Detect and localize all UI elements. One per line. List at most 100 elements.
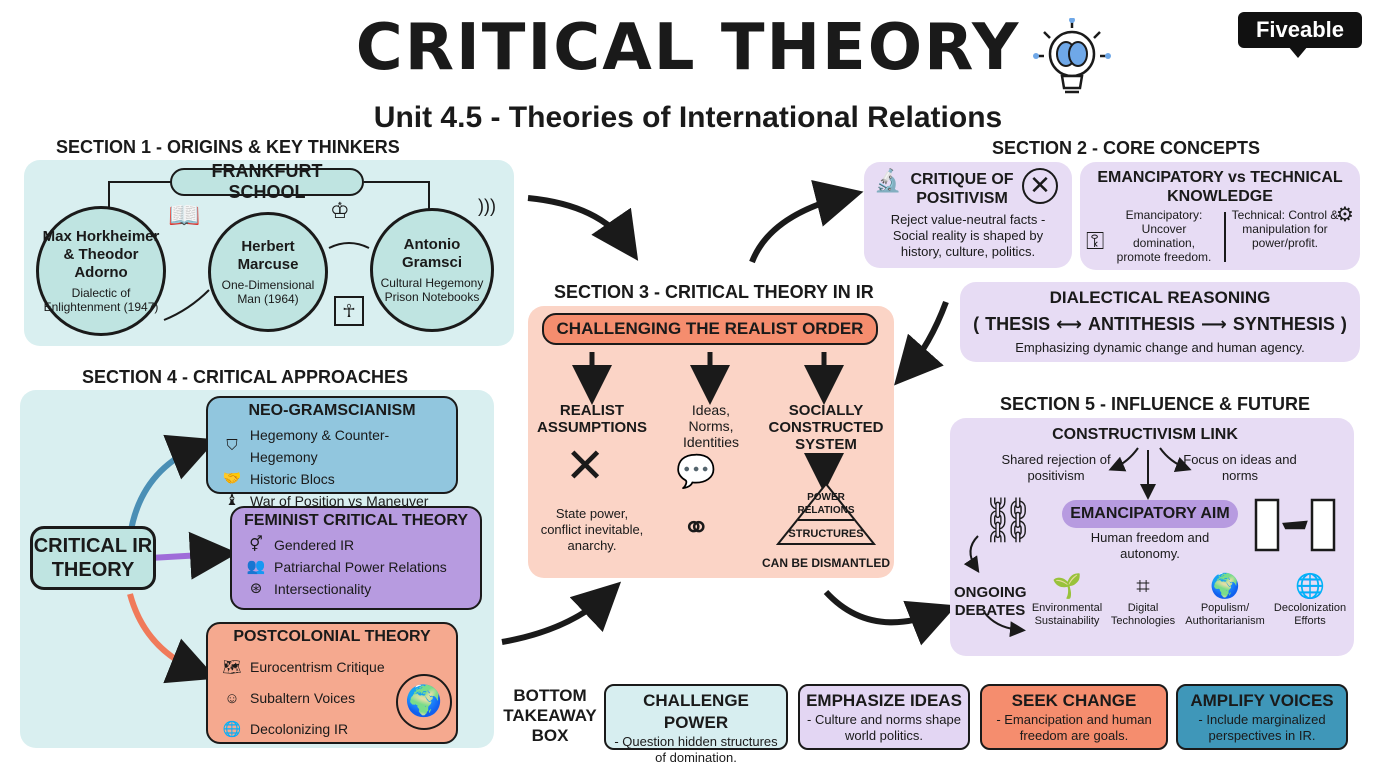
frankfurt-school-pill: FRANKFURT SCHOOL: [170, 161, 364, 202]
section1-heading: SECTION 1 - ORIGINS & KEY THINKERS: [56, 137, 400, 157]
signal-icon: ))): [478, 196, 496, 216]
list-item-label: Patriarchal Power Relations: [274, 559, 447, 575]
technical-text: Technical: Control & manipulation for po…: [1231, 208, 1339, 250]
list-item: ♝ War of Position vs Maneuver: [222, 490, 456, 512]
section4-branch-arrows: [127, 434, 238, 684]
chess-piece-icon: ♝: [225, 492, 239, 509]
realist-assumptions-text: State power, conflict inevitable, anarch…: [540, 506, 644, 553]
postcolonial-list: 🗺Eurocentrism Critique ☺Subaltern Voices…: [222, 652, 385, 745]
topic-populism: 🌍 Populism/ Authoritarianism: [1182, 572, 1268, 628]
emancipatory-aim-pill: EMANCIPATORY AIM: [1062, 500, 1238, 528]
list-item-label: Gendered IR: [274, 537, 355, 553]
constructivism-arrows: [963, 447, 1192, 638]
speech-bubbles-icon: 💬: [676, 453, 716, 489]
takeaway-emphasize-ideas: EMPHASIZE IDEAS - Culture and norms shap…: [798, 684, 970, 750]
topic-digital: ⌗ Digital Technologies: [1108, 572, 1178, 628]
thinker-horkheimer-adorno: Max Horkheimer & Theodor Adorno Dialecti…: [36, 206, 166, 336]
dismantled-label: CAN BE DISMANTLED: [762, 556, 890, 570]
realist-order-banner: CHALLENGING THE REALIST ORDER: [542, 313, 878, 345]
double-arrow-icon: ⟷: [1056, 314, 1082, 334]
page-title: CRITICAL THEORY: [355, 11, 1021, 85]
list-item: 🌐 Decolonizing IR: [222, 714, 385, 745]
list-item: ⛉ Hegemony & Counter-Hegemony: [222, 424, 456, 468]
shield-icon: ⛉: [226, 437, 238, 454]
open-door-icon: [1254, 498, 1336, 552]
topic-environment: 🌱 Environmental Sustainability: [1030, 572, 1104, 628]
ongoing-debates-label: ONGOING DEBATES: [954, 584, 1027, 619]
map-icon: 🗺: [222, 659, 242, 676]
postcolonial-box: POSTCOLONIAL THEORY 🗺Eurocentrism Critiq…: [206, 622, 458, 744]
section1-connectors: [108, 181, 430, 321]
pyramid-icon: [775, 482, 877, 546]
list-item: 👥 Patriarchal Power Relations: [246, 556, 447, 578]
topic-label: Populism/ Authoritarianism: [1185, 602, 1265, 627]
thinker-marcuse: Herbert Marcuse One-Dimensional Man (196…: [208, 212, 328, 332]
globe-gear-icon: 🌐: [222, 721, 242, 738]
neo-gramscianism-box: NEO-GRAMSCIANISM ⛉ Hegemony & Counter-Heg…: [206, 396, 458, 509]
knowledge-box: EMANCIPATORY vs TECHNICAL KNOWLEDGE ⚿ Em…: [1080, 162, 1360, 270]
lightbulb-brain-icon: [1032, 17, 1112, 102]
globe-outline-icon: 🌐: [1295, 573, 1325, 600]
list-item: ⚥ Gendered IR: [246, 534, 447, 556]
realist-assumptions-title: REALIST ASSUMPTIONS: [536, 402, 647, 436]
handshake-icon: 🤝: [222, 470, 242, 487]
gender-icon: ⚥: [249, 536, 263, 553]
takeaway-text: - Culture and norms shape world politics…: [807, 712, 961, 743]
globe-icon: 🌍: [1210, 573, 1240, 600]
logo-tail: [1288, 46, 1308, 58]
pyramid-bottom-label: STRUCTURES: [788, 528, 864, 540]
critique-text: Reject value-neutral facts - Social real…: [890, 212, 1046, 259]
section2-heading: SECTION 2 - CORE CONCEPTS: [992, 138, 1261, 158]
globe-stamp-icon: 🌍: [396, 674, 452, 730]
dialectic-row: ( THESIS ⟷ ANTITHESIS ⟶ SYNTHESIS ): [972, 314, 1348, 335]
microscope-icon: 🔬: [874, 168, 902, 193]
shared-rejection-note: Shared rejection of positivism: [1001, 452, 1111, 483]
takeaway-title: SEEK CHANGE: [1011, 691, 1137, 710]
list-item: 🤝Historic Blocs: [222, 468, 456, 490]
takeaway-title: AMPLIFY VOICES: [1190, 691, 1334, 710]
page-subtitle: Unit 4.5 - Theories of International Rel…: [373, 101, 1003, 134]
list-item-label: Hegemony & Counter-Hegemony: [249, 427, 390, 465]
takeaway-title: CHALLENGE POWER: [643, 691, 749, 732]
section4-heading: SECTION 4 - CRITICAL APPROACHES: [82, 367, 409, 387]
person-box-icon: ☥: [334, 296, 364, 326]
key-icon: ⚿: [1086, 228, 1105, 255]
people-icon: 👥: [246, 558, 266, 575]
section5-heading: SECTION 5 - INFLUENCE & FUTURE: [1000, 394, 1311, 414]
crown-icon: ♔: [330, 198, 350, 223]
section3-heading: SECTION 3 - CRITICAL THEORY IN IR: [554, 282, 874, 302]
takeaway-title: EMPHASIZE IDEAS: [806, 691, 962, 710]
thesis-label: THESIS: [985, 314, 1051, 334]
curve-right-icon: ): [1340, 314, 1347, 334]
thinker-work: One-Dimensional Man (1964): [221, 278, 315, 306]
neo-title: NEO-GRAMSCIANISM: [248, 402, 416, 419]
critical-ir-theory-node: CRITICAL IR THEORY: [30, 526, 156, 590]
curve-left-icon: (: [973, 314, 980, 334]
no-measure-icon: ✕: [1022, 168, 1058, 204]
thinker-work: Dialectic of Enlightenment (1947): [43, 286, 159, 314]
network-icon: ⚭: [682, 509, 711, 547]
list-item: ⊛Intersectionality: [246, 578, 447, 600]
feminist-title: FEMINIST CRITICAL THEORY: [244, 512, 468, 529]
takeaway-text: - Include marginalized perspectives in I…: [1198, 712, 1326, 743]
faces-icon: ☺: [224, 690, 240, 707]
takeaway-amplify-voices: AMPLIFY VOICES - Include marginalized pe…: [1176, 684, 1348, 750]
list-item-label: War of Position vs Maneuver: [250, 493, 429, 509]
emancipatory-text: Emancipatory: Uncover domination, promot…: [1116, 208, 1212, 264]
broken-chain-icon: ⛓: [980, 496, 1036, 545]
list-item-label: Eurocentrism Critique: [250, 659, 385, 675]
section3-down-arrows: [572, 352, 844, 493]
antithesis-label: ANTITHESIS: [1087, 314, 1195, 334]
list-item-label: Decolonizing IR: [250, 721, 349, 737]
thinker-name: Antonio Gramsci: [401, 236, 463, 271]
book-icon: 📖: [168, 200, 201, 230]
constructivism-title: CONSTRUCTIVISM LINK: [1052, 426, 1238, 443]
brand-logo: Fiveable: [1238, 12, 1362, 48]
takeaway-label: BOTTOM TAKEAWAY BOX: [503, 686, 597, 745]
topic-label: Digital Technologies: [1110, 602, 1176, 627]
pyramid-top-label: POWER RELATIONS: [797, 492, 855, 516]
takeaway-text: - Question hidden structures of dominati…: [614, 734, 778, 765]
knowledge-title: EMANCIPATORY vs TECHNICAL KNOWLEDGE: [1097, 169, 1343, 205]
socially-constructed-title: SOCIALLY CONSTRUCTED SYSTEM: [768, 402, 884, 453]
dialectical-text: Emphasizing dynamic change and human age…: [1015, 340, 1305, 355]
